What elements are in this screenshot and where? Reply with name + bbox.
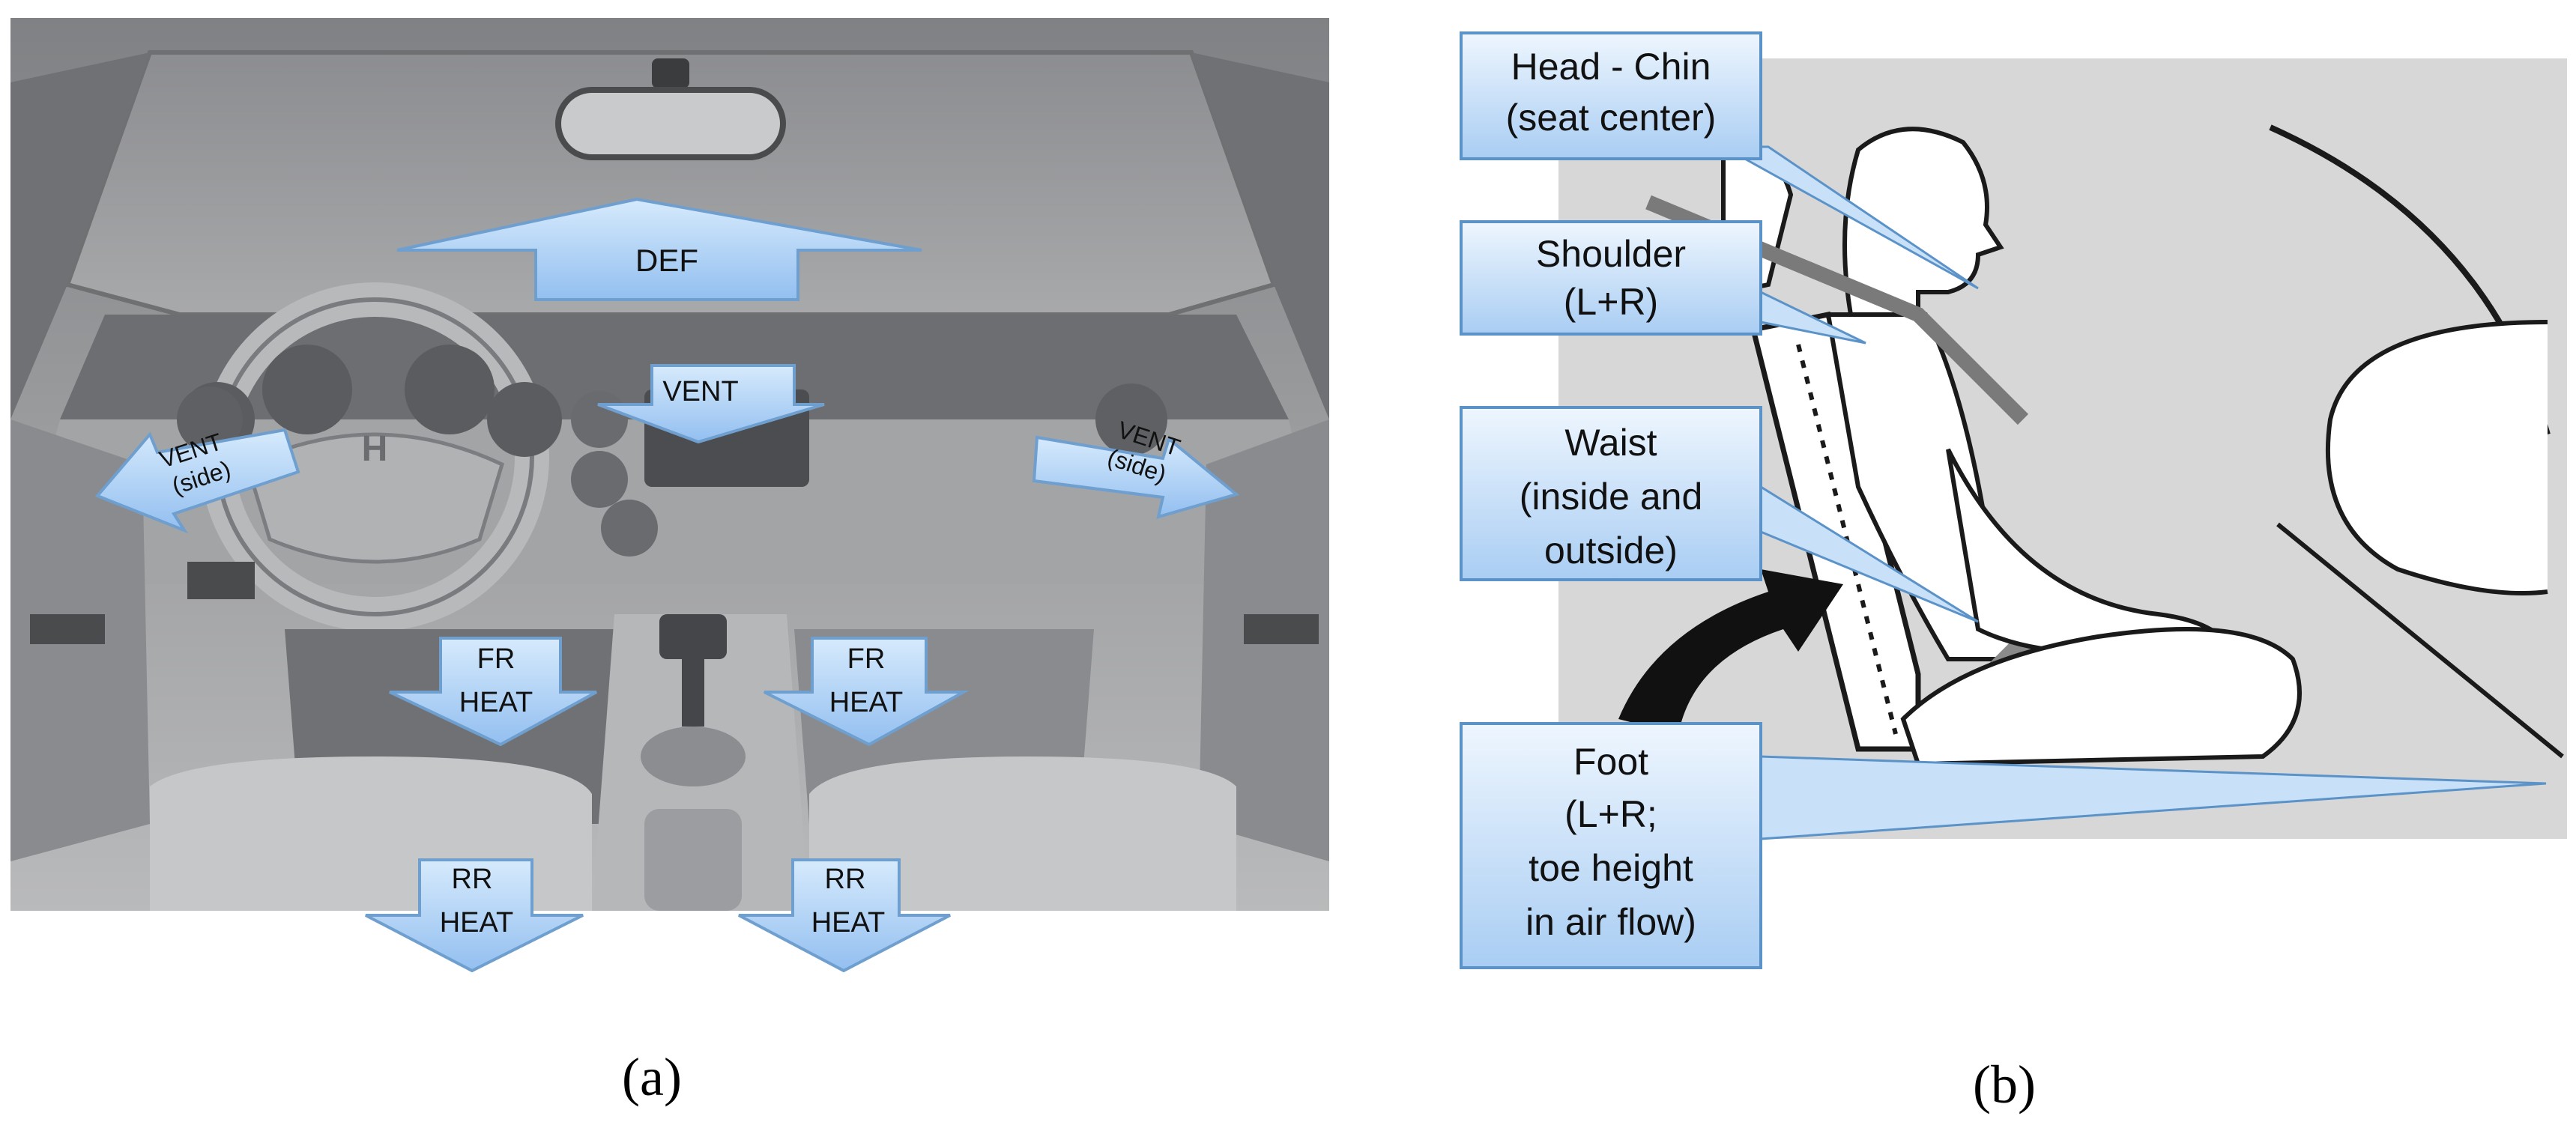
caption-b: (b) xyxy=(1973,1055,2036,1115)
fr-heat-right-label-1: FR xyxy=(847,643,886,675)
callout-shoulder-line-2: (L+R) xyxy=(1564,281,1658,323)
occupant-illustration xyxy=(1558,58,2567,839)
callout-shoulder: Shoulder (L+R) xyxy=(1460,220,1866,345)
callout-foot-line-3: toe height xyxy=(1529,847,1693,889)
callout-waist-line-1: Waist xyxy=(1564,422,1657,464)
callout-waist-line-2: (inside and xyxy=(1520,476,1703,518)
rr-heat-right-label-2: HEAT xyxy=(811,907,886,939)
panel-a: H xyxy=(10,18,1329,1107)
callout-waist-line-3: outside) xyxy=(1544,530,1678,571)
panel-b: Head - Chin (seat center) Shoulder (L+R)… xyxy=(1460,31,2567,1115)
callout-head-line-1: Head - Chin xyxy=(1511,46,1711,88)
def-arrow: DEF xyxy=(396,197,922,301)
rr-heat-left-arrow: RR HEAT xyxy=(365,858,584,973)
fr-heat-left-label-2: HEAT xyxy=(459,687,533,718)
callout-head-chin: Head - Chin (seat center) xyxy=(1460,31,1979,290)
rr-heat-right-label-1: RR xyxy=(825,864,866,895)
callout-foot-line-1: Foot xyxy=(1573,741,1648,783)
fr-heat-right-label-2: HEAT xyxy=(829,687,904,718)
fr-heat-right-arrow: FR HEAT xyxy=(764,637,970,747)
rr-heat-left-label-2: HEAT xyxy=(440,907,514,939)
vent-center-arrow: VENT xyxy=(597,364,825,444)
fr-heat-left-label-1: FR xyxy=(477,643,515,675)
callout-foot: Foot (L+R; toe height in air flow) xyxy=(1460,722,2547,969)
callout-shoulder-line-1: Shoulder xyxy=(1536,233,1686,275)
callout-foot-line-4: in air flow) xyxy=(1526,901,1696,943)
callout-head-line-2: (seat center) xyxy=(1506,97,1717,139)
caption-a: (a) xyxy=(622,1047,682,1107)
callout-waist: Waist (inside and outside) xyxy=(1460,406,1979,623)
callout-foot-line-2: (L+R; xyxy=(1564,793,1657,835)
rr-heat-left-label-1: RR xyxy=(452,864,493,895)
rr-heat-right-arrow: RR HEAT xyxy=(738,858,951,973)
steering-logo: H xyxy=(362,429,388,469)
def-label: DEF xyxy=(635,243,698,278)
fr-heat-left-arrow: FR HEAT xyxy=(389,637,597,747)
vent-center-label: VENT xyxy=(662,376,738,407)
